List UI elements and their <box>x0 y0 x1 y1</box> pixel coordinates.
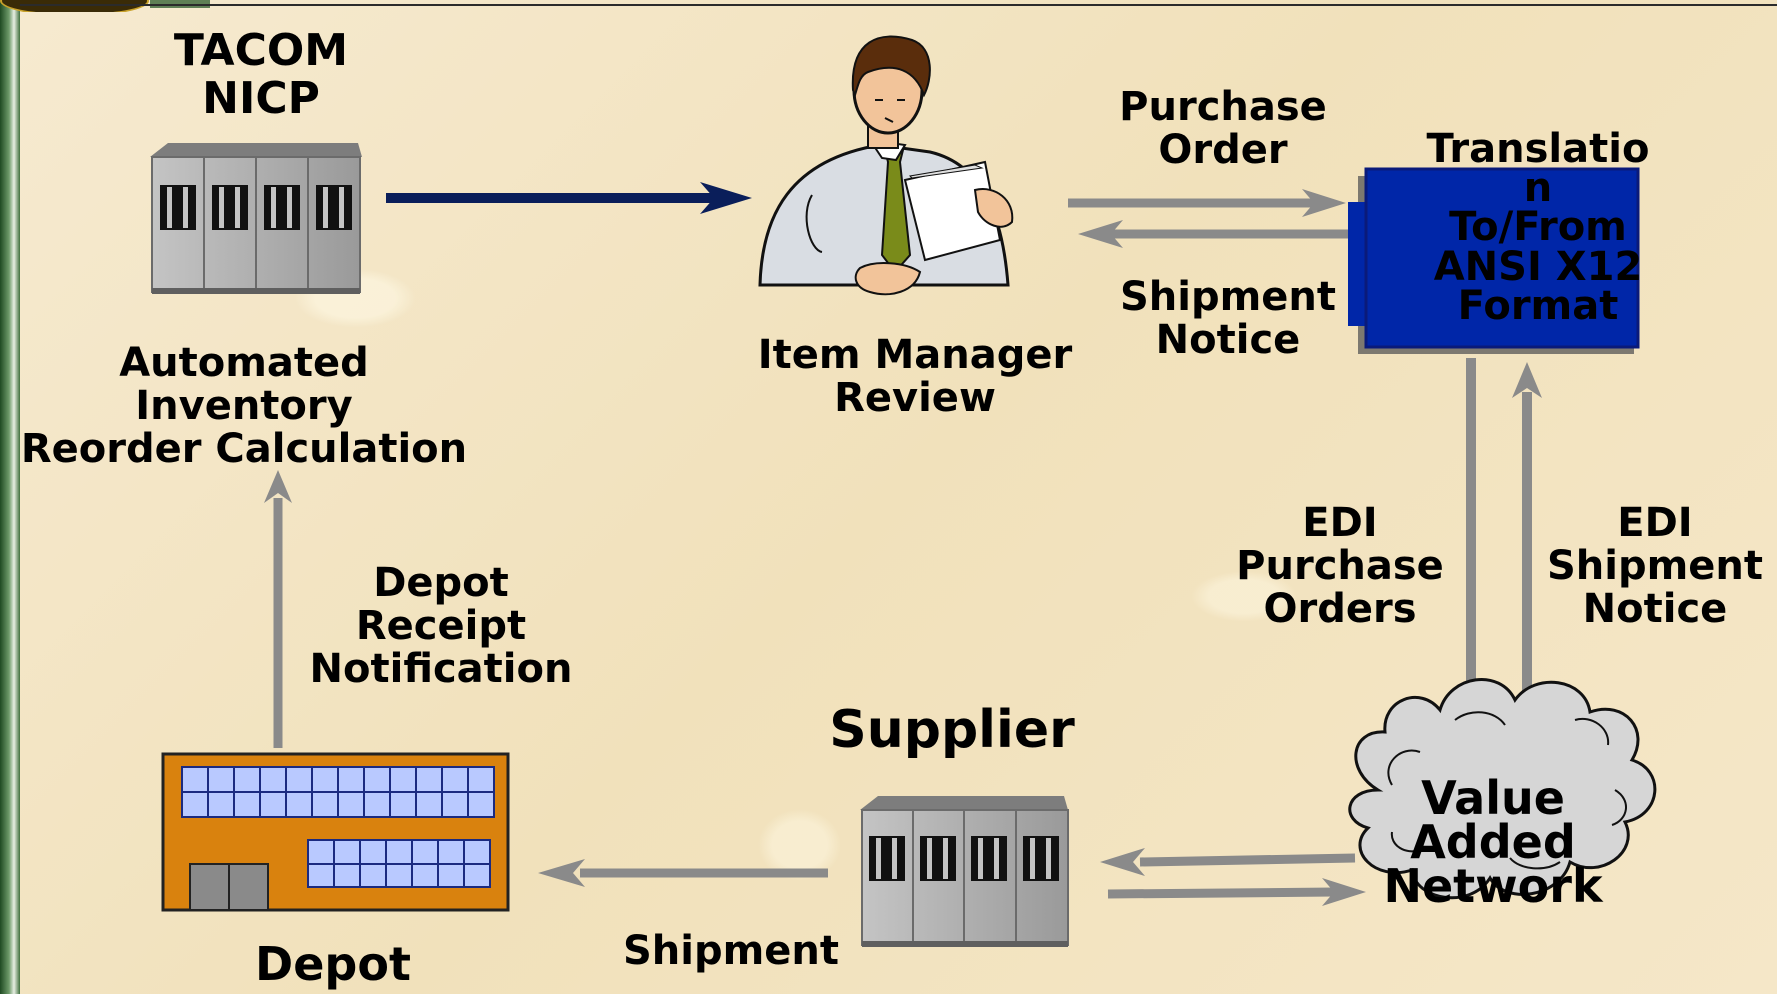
edi-shipment-notice-label: EDI Shipment Notice <box>1546 500 1764 633</box>
left-decorative-bar <box>0 0 20 994</box>
arrow-supplier-to-depot <box>538 859 828 887</box>
supplier-label: Supplier <box>829 700 1075 760</box>
translation-label: Translatio n To/From ANSI X12 Format <box>1426 126 1650 329</box>
item-manager-caption: Item Manager Review <box>757 332 1073 422</box>
nicp-server-icon <box>150 143 362 294</box>
shipment-label: Shipment <box>622 928 840 974</box>
purchase-order-label: Purchase Order <box>1119 84 1327 174</box>
arrow-manager-to-translation <box>1068 189 1346 217</box>
arrow-supplier-to-van <box>1107 878 1366 906</box>
nicp-title: TACOM NICP <box>173 25 349 124</box>
van-label: Value Added Network <box>1383 771 1603 914</box>
building-icon <box>161 752 510 912</box>
depot-receipt-label: Depot Receipt Notification <box>309 560 573 693</box>
arrow-van-to-translation <box>1512 362 1542 735</box>
nicp-caption: Automated Inventory Reorder Calculation <box>20 340 468 473</box>
depot-label: Depot <box>255 937 411 991</box>
cloud-icon <box>1348 678 1657 900</box>
top-border-line <box>20 4 1777 6</box>
arrow-translation-to-manager <box>1078 220 1358 248</box>
arrow-nicp-to-manager <box>386 182 752 214</box>
arrow-van-to-supplier <box>1100 848 1356 876</box>
edi-purchase-orders-label: EDI Purchase Orders <box>1236 500 1444 633</box>
person-icon <box>758 35 1014 296</box>
arrow-depot-to-nicp <box>264 470 292 748</box>
supplier-server-icon <box>860 796 1069 947</box>
shipment-notice-label: Shipment Notice <box>1119 274 1337 364</box>
translation-box <box>1348 167 1640 354</box>
